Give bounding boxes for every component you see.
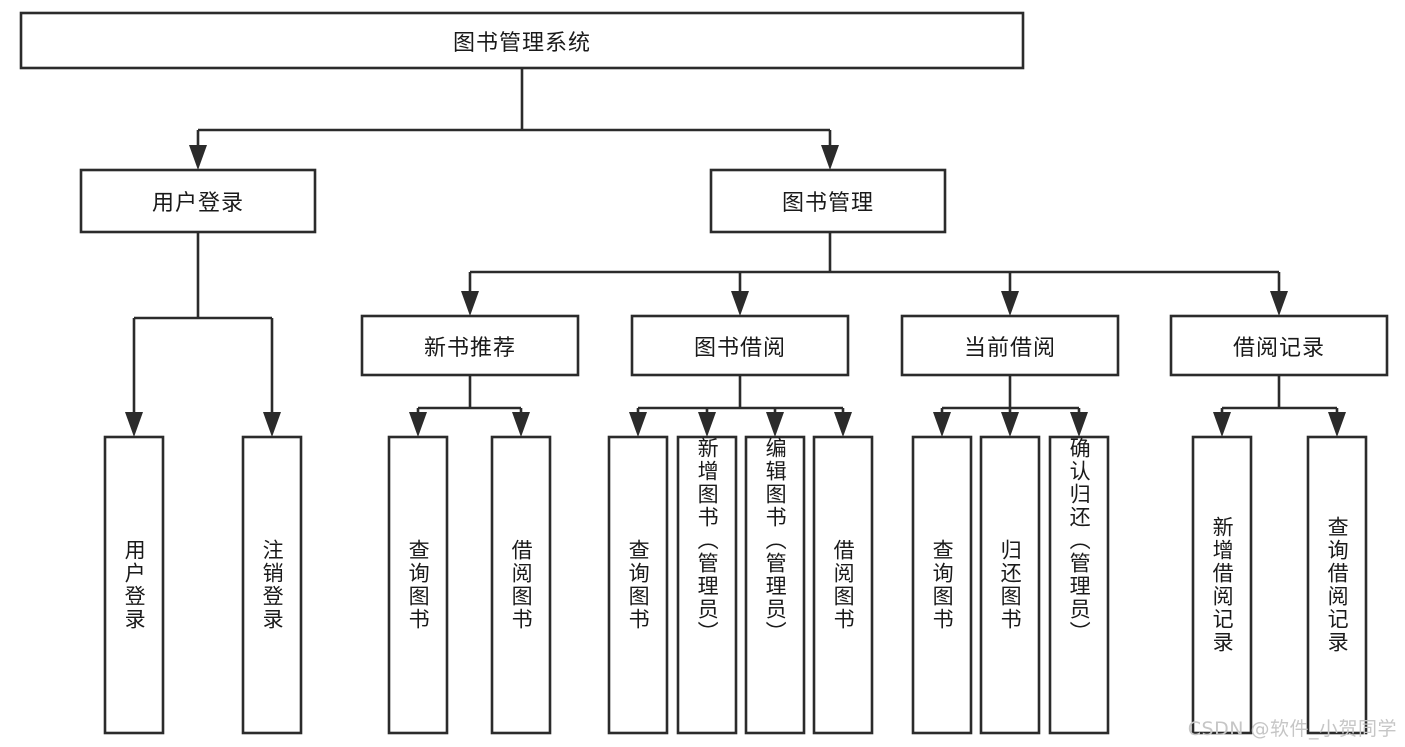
arrowhead-borrow-record-leaf2 xyxy=(1328,412,1346,437)
node-book-management[interactable] xyxy=(709,168,947,234)
node-new-book-recommend[interactable] xyxy=(360,314,580,377)
connectors-new-book-to-leaves xyxy=(409,375,530,437)
node-leaf-user-login-1[interactable] xyxy=(103,435,165,735)
arrowhead-new-book xyxy=(461,291,479,316)
node-leaf-current-borrow-3[interactable] xyxy=(1048,435,1110,735)
arrowhead-current-borrow-leaf3 xyxy=(1070,412,1088,437)
arrowhead-new-book-leaf1 xyxy=(409,412,427,437)
connectors-borrow-record-to-leaves xyxy=(1213,375,1346,437)
node-root-book-management-system[interactable] xyxy=(19,11,1025,70)
node-leaf-book-borrow-3[interactable] xyxy=(744,435,806,735)
node-user-login[interactable] xyxy=(79,168,317,234)
node-leaf-borrow-record-1[interactable] xyxy=(1191,435,1253,735)
arrowhead-book-borrow-leaf1 xyxy=(629,412,647,437)
arrowhead-book-borrow-leaf3 xyxy=(766,412,784,437)
connectors-current-borrow-to-leaves xyxy=(933,375,1088,437)
arrowhead-user-login-leaf2 xyxy=(263,412,281,437)
node-borrow-record[interactable] xyxy=(1169,314,1389,377)
arrowhead-user-login xyxy=(189,145,207,170)
arrowhead-book-manage xyxy=(821,145,839,170)
node-leaf-current-borrow-2[interactable] xyxy=(979,435,1041,735)
node-leaf-new-book-2[interactable] xyxy=(490,435,552,735)
node-leaf-book-borrow-4[interactable] xyxy=(812,435,874,735)
arrowhead-current-borrow xyxy=(1001,291,1019,316)
node-leaf-book-borrow-2[interactable] xyxy=(676,435,738,735)
arrowhead-current-borrow-leaf1 xyxy=(933,412,951,437)
node-leaf-current-borrow-1[interactable] xyxy=(911,435,973,735)
connectors-book-borrow-to-leaves xyxy=(629,375,852,437)
arrowhead-new-book-leaf2 xyxy=(512,412,530,437)
node-leaf-new-book-1[interactable] xyxy=(387,435,449,735)
node-book-borrow[interactable] xyxy=(630,314,850,377)
csdn-watermark: CSDN @软件_小贺同学 xyxy=(1187,718,1397,740)
node-leaf-user-login-2[interactable] xyxy=(241,435,303,735)
arrowhead-borrow-record xyxy=(1270,291,1288,316)
arrowhead-current-borrow-leaf2 xyxy=(1001,412,1019,437)
node-current-borrow[interactable] xyxy=(900,314,1120,377)
arrowhead-book-borrow-leaf4 xyxy=(834,412,852,437)
node-leaf-borrow-record-2[interactable] xyxy=(1306,435,1368,735)
node-leaf-book-borrow-1[interactable] xyxy=(607,435,669,735)
arrowhead-borrow-record-leaf1 xyxy=(1213,412,1231,437)
arrowhead-book-borrow xyxy=(731,291,749,316)
connectors-root-to-level1 xyxy=(189,68,839,170)
arrowhead-book-borrow-leaf2 xyxy=(698,412,716,437)
connectors-user-login-to-leaves xyxy=(125,232,281,437)
arrowhead-user-login-leaf1 xyxy=(125,412,143,437)
connectors-book-manage-to-level2 xyxy=(461,232,1288,316)
